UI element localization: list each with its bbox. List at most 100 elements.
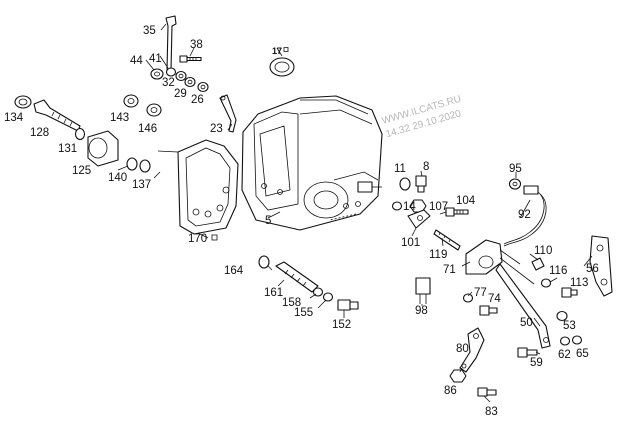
ring-155	[322, 292, 334, 302]
link-50	[495, 263, 551, 349]
callout-101: 101	[401, 237, 420, 249]
callout-98: 98	[415, 305, 428, 317]
ring-41	[165, 67, 177, 77]
callout-158: 158	[282, 297, 301, 309]
bolt-74	[479, 305, 498, 316]
sensor-cable-92	[503, 185, 547, 247]
callout-77: 77	[474, 287, 487, 299]
callout-11: 11	[394, 163, 406, 175]
callout-14: 14	[403, 201, 416, 213]
washer-62	[559, 336, 571, 346]
callout-23: 23	[210, 123, 223, 135]
ring-146	[146, 103, 162, 117]
rod-119	[433, 229, 461, 251]
callout-134: 134	[4, 112, 24, 124]
callout-5: 5	[265, 215, 271, 227]
callout-161: 161	[264, 287, 283, 299]
bolt-83	[477, 387, 497, 397]
washer-95	[508, 178, 522, 190]
washer-77	[462, 293, 474, 303]
callout-125: 125	[72, 165, 91, 177]
callout-92: 92	[518, 209, 531, 221]
ring-11	[399, 177, 411, 191]
callout-86: 86	[444, 385, 457, 397]
watermark: WWW.ILCATS.RU 14.32 29.10.2020	[381, 94, 463, 141]
nut-86	[449, 369, 467, 383]
lever-101	[407, 209, 431, 229]
callout-83: 83	[485, 406, 498, 418]
sleeve-125	[87, 130, 119, 167]
selector-housing-71	[465, 239, 535, 285]
shaft-161	[275, 261, 319, 293]
washer-29	[184, 76, 196, 88]
ring-53	[556, 310, 568, 322]
ring-143	[123, 94, 139, 108]
callout-35: 35	[143, 25, 156, 37]
leader-lines	[117, 23, 593, 403]
washer-14	[391, 201, 403, 211]
bolt-59	[517, 347, 538, 358]
callout-119: 119	[429, 249, 447, 261]
lever-35	[165, 15, 177, 71]
plug-8	[415, 175, 427, 193]
transmission-housing-5	[241, 95, 383, 231]
callout-170-group: 170	[188, 233, 218, 245]
callout-170: 170	[188, 233, 207, 245]
callout-41: 41	[149, 53, 162, 65]
callout-146: 146	[138, 123, 157, 135]
bracket-80	[459, 327, 485, 373]
seal-17	[269, 57, 295, 77]
callout-128: 128	[30, 127, 49, 139]
callout-170-box	[211, 234, 218, 241]
ring-131	[74, 127, 86, 141]
callout-labels: 35 38 44 41 32 29 26 17 23 134 128 143 1…	[4, 25, 599, 418]
callout-164: 164	[224, 265, 244, 277]
callout-53: 53	[563, 320, 576, 332]
callout-71: 71	[443, 264, 456, 276]
callout-110: 110	[534, 245, 552, 257]
callout-74: 74	[488, 293, 501, 305]
ring-140	[126, 157, 138, 171]
switch-98	[415, 277, 431, 304]
gasket-170	[177, 139, 239, 235]
callout-50: 50	[520, 317, 533, 329]
callout-17: 17	[272, 46, 282, 56]
callout-32: 32	[162, 77, 175, 89]
washer-44	[150, 68, 164, 80]
callout-104: 104	[456, 195, 476, 207]
washer-116	[540, 278, 552, 288]
callout-143: 143	[110, 112, 129, 124]
callout-56: 56	[586, 263, 599, 275]
leader-dashed-housing	[329, 213, 357, 221]
ring-164	[258, 255, 270, 269]
callout-38: 38	[190, 39, 203, 51]
callout-65: 65	[576, 348, 589, 360]
callout-155: 155	[294, 307, 313, 319]
bolt-104	[445, 207, 469, 217]
callout-26: 26	[191, 94, 204, 106]
lever-23	[219, 94, 237, 133]
seal-134	[14, 95, 32, 109]
callout-116: 116	[549, 265, 567, 277]
callout-8: 8	[423, 161, 429, 173]
bolt-113	[561, 287, 578, 298]
callout-62: 62	[558, 349, 571, 361]
washer-26	[197, 81, 209, 93]
callout-152: 152	[332, 319, 351, 331]
callout-107: 107	[429, 201, 448, 213]
callout-95: 95	[509, 163, 522, 175]
washer-32	[175, 70, 187, 82]
bracket-56	[589, 235, 613, 297]
callout-80: 80	[456, 343, 469, 355]
callout-137: 137	[132, 179, 151, 191]
ring-137	[139, 159, 151, 173]
washer-65	[571, 335, 583, 345]
callout-29: 29	[174, 88, 187, 100]
callout-140: 140	[108, 172, 127, 184]
callout-59: 59	[530, 357, 543, 369]
callout-17-group: 17	[272, 46, 289, 56]
callout-17-box	[283, 47, 289, 52]
plug-152	[337, 299, 359, 311]
